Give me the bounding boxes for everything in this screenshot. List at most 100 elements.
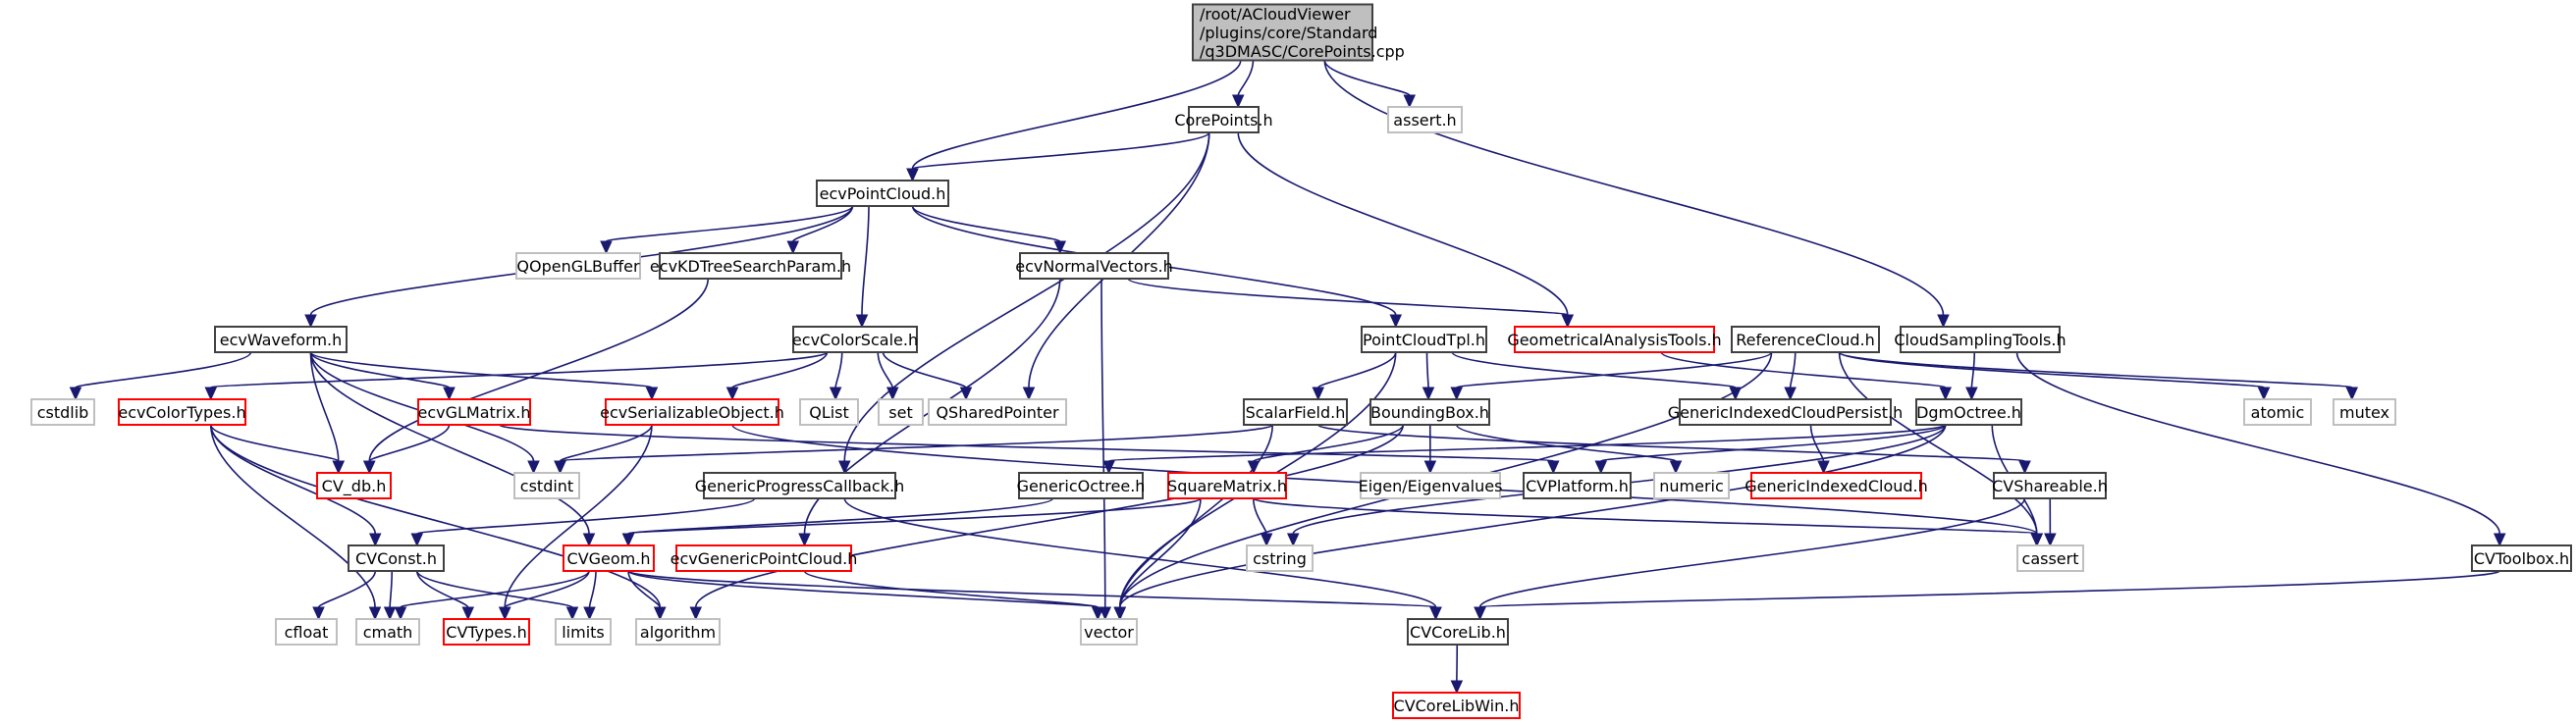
node-numeric[interactable]: numeric	[1653, 472, 1730, 499]
edge-cvgeom-h-to-cvtypes-h	[498, 570, 590, 621]
arrowhead-icon	[1937, 314, 1950, 329]
node-eigen-eigenvalues[interactable]: Eigen/Eigenvalues	[1359, 472, 1503, 499]
node-ecv-color-types-h[interactable]: ecvColorTypes.h	[118, 398, 246, 426]
node-qlist[interactable]: QList	[799, 398, 859, 426]
node-generic-indexed-cloud-persist-h[interactable]: GenericIndexedCloudPersist.h	[1668, 398, 1903, 426]
node-root[interactable]: /root/ACloudViewer/plugins/core/Standard…	[1192, 3, 1405, 62]
arrowhead-icon	[621, 533, 635, 547]
node-ecv-point-cloud-h[interactable]: ecvPointCloud.h	[816, 180, 949, 207]
edge-ecv-kdtree-search-param-h-to-cv-db-h	[362, 278, 710, 475]
arrowhead-icon	[1422, 387, 1435, 401]
arrowhead-icon	[583, 606, 596, 621]
edge-line	[1425, 351, 1429, 388]
node-generic-progress-callback-h[interactable]: GenericProgressCallback.h	[695, 472, 904, 499]
node-cstring[interactable]: cstring	[1246, 544, 1314, 572]
edge-line	[1323, 60, 1945, 316]
node-algorithm[interactable]: algorithm	[635, 618, 721, 646]
edge-line	[1118, 424, 1947, 608]
edge-line	[309, 351, 340, 462]
node-cvtypes-h[interactable]: CVTypes.h	[443, 618, 530, 646]
node-ecv-normal-vectors-h[interactable]: ecvNormalVectors.h	[1015, 252, 1173, 280]
edge-line	[1478, 497, 2026, 608]
node-label: Eigen/Eigenvalues	[1359, 477, 1503, 495]
node-label: CVCoreLib.h	[1410, 623, 1506, 642]
node-cloud-sampling-tools-h[interactable]: CloudSamplingTools.h	[1894, 326, 2066, 353]
node-label: GenericOctree.h	[1017, 477, 1146, 495]
arrowhead-icon	[304, 314, 317, 329]
node-cvcore-lib-win-h[interactable]: CVCoreLibWin.h	[1392, 692, 1521, 719]
node-cfloat[interactable]: cfloat	[275, 618, 338, 646]
node-box	[275, 618, 338, 646]
edge-line	[803, 570, 1100, 608]
node-scalar-field-h[interactable]: ScalarField.h	[1243, 398, 1348, 426]
node-ecv-waveform-h[interactable]: ecvWaveform.h	[214, 326, 348, 353]
node-label: CVGeom.h	[567, 549, 651, 568]
edge-line	[1809, 424, 1825, 462]
node-label: vector	[1084, 623, 1134, 642]
node-ecv-color-scale-h[interactable]: ecvColorScale.h	[792, 326, 918, 353]
edge-line	[209, 424, 662, 608]
edge-core-points-h-to-generic-progress-callback-h	[837, 131, 1210, 475]
edge-dgm-octree-h-to-cvplatform-h	[1594, 424, 1947, 475]
node-ecv-serializable-object-h[interactable]: ecvSerializableObject.h	[600, 398, 784, 426]
edge-line	[368, 424, 451, 462]
node-cvconst-h[interactable]: CVConst.h	[348, 544, 445, 572]
node-cassert[interactable]: cassert	[2016, 544, 2084, 572]
node-cstdlib[interactable]: cstdlib	[30, 398, 95, 426]
node-box	[1018, 472, 1144, 499]
arrowhead-icon	[362, 460, 376, 475]
node-bounding-box-h[interactable]: BoundingBox.h	[1369, 398, 1490, 426]
edge-line	[861, 205, 870, 316]
node-set[interactable]: set	[878, 398, 924, 426]
node-mutex[interactable]: mutex	[2333, 398, 2396, 426]
node-cvgeom-h[interactable]: CVGeom.h	[563, 544, 655, 572]
edge-line	[415, 570, 573, 608]
arrowhead-icon	[443, 387, 456, 401]
node-limits[interactable]: limits	[555, 618, 612, 646]
edge-ecv-glmatrix-h-to-cv-db-h	[362, 424, 451, 475]
node-cmath[interactable]: cmath	[355, 618, 420, 646]
node-generic-indexed-cloud-h[interactable]: GenericIndexedCloud.h	[1744, 472, 1928, 499]
arrowhead-icon	[1784, 387, 1797, 401]
node-reference-cloud-h[interactable]: ReferenceCloud.h	[1731, 326, 1880, 353]
node-ecv-kdtree-search-param-h[interactable]: ecvKDTreeSearchParam.h	[650, 252, 851, 280]
node-vector[interactable]: vector	[1080, 618, 1138, 646]
edge-cvcore-lib-h-to-cvcore-lib-win-h	[1450, 644, 1464, 695]
node-point-cloud-tpl-h[interactable]: PointCloudTpl.h	[1361, 326, 1487, 353]
node-box	[635, 618, 721, 646]
node-generic-octree-h[interactable]: GenericOctree.h	[1017, 472, 1146, 499]
edge-cvtoolbox-h-to-cvcore-lib-h	[1474, 570, 2501, 621]
node-box	[1369, 398, 1490, 426]
arrowhead-icon	[554, 460, 566, 475]
node-cvshareable-h[interactable]: CVShareable.h	[1992, 472, 2108, 499]
edge-line	[1451, 351, 1737, 388]
node-cvplatform-h[interactable]: CVPlatform.h	[1523, 472, 1632, 499]
node-label: cfloat	[285, 623, 329, 642]
node-label: limits	[562, 623, 605, 642]
arrowhead-icon	[1423, 460, 1437, 475]
node-assert-h[interactable]: assert.h	[1387, 106, 1463, 133]
edge-square-matrix-h-to-cassert	[1253, 497, 2044, 547]
edge-line	[877, 351, 894, 388]
arrowhead-icon	[1091, 606, 1104, 621]
node-atomic[interactable]: atomic	[2243, 398, 2312, 426]
node-cv-db-h[interactable]: CV_db.h	[316, 472, 392, 499]
arrowhead-icon	[332, 460, 346, 475]
node-label: /root/ACloudViewer	[1200, 5, 1351, 24]
node-dgm-octree-h[interactable]: DgmOctree.h	[1915, 398, 2022, 426]
edge-line	[1107, 424, 1947, 462]
node-square-matrix-h[interactable]: SquareMatrix.h	[1167, 472, 1287, 499]
node-qshared-pointer[interactable]: QSharedPointer	[928, 398, 1067, 426]
node-label: CVToolbox.h	[2474, 549, 2569, 568]
node-cstdint[interactable]: cstdint	[513, 472, 580, 499]
node-cvtoolbox-h[interactable]: CVToolbox.h	[2471, 544, 2572, 572]
node-ecv-glmatrix-h[interactable]: ecvGLMatrix.h	[417, 398, 531, 426]
node-qopen-glbuffer[interactable]: QOpenGLBuffer	[515, 252, 641, 280]
edge-line	[1838, 351, 2038, 535]
node-ecv-generic-point-cloud-h[interactable]: ecvGenericPointCloud.h	[671, 544, 858, 572]
node-geometrical-analysis-tools-h[interactable]: GeometricalAnalysisTools.h	[1507, 326, 1722, 353]
node-box	[563, 544, 655, 572]
edge-reference-cloud-h-to-bounding-box-h	[1450, 351, 1773, 401]
node-cvcore-lib-h[interactable]: CVCoreLib.h	[1407, 618, 1509, 646]
node-core-points-h[interactable]: CorePoints.h	[1174, 106, 1273, 133]
